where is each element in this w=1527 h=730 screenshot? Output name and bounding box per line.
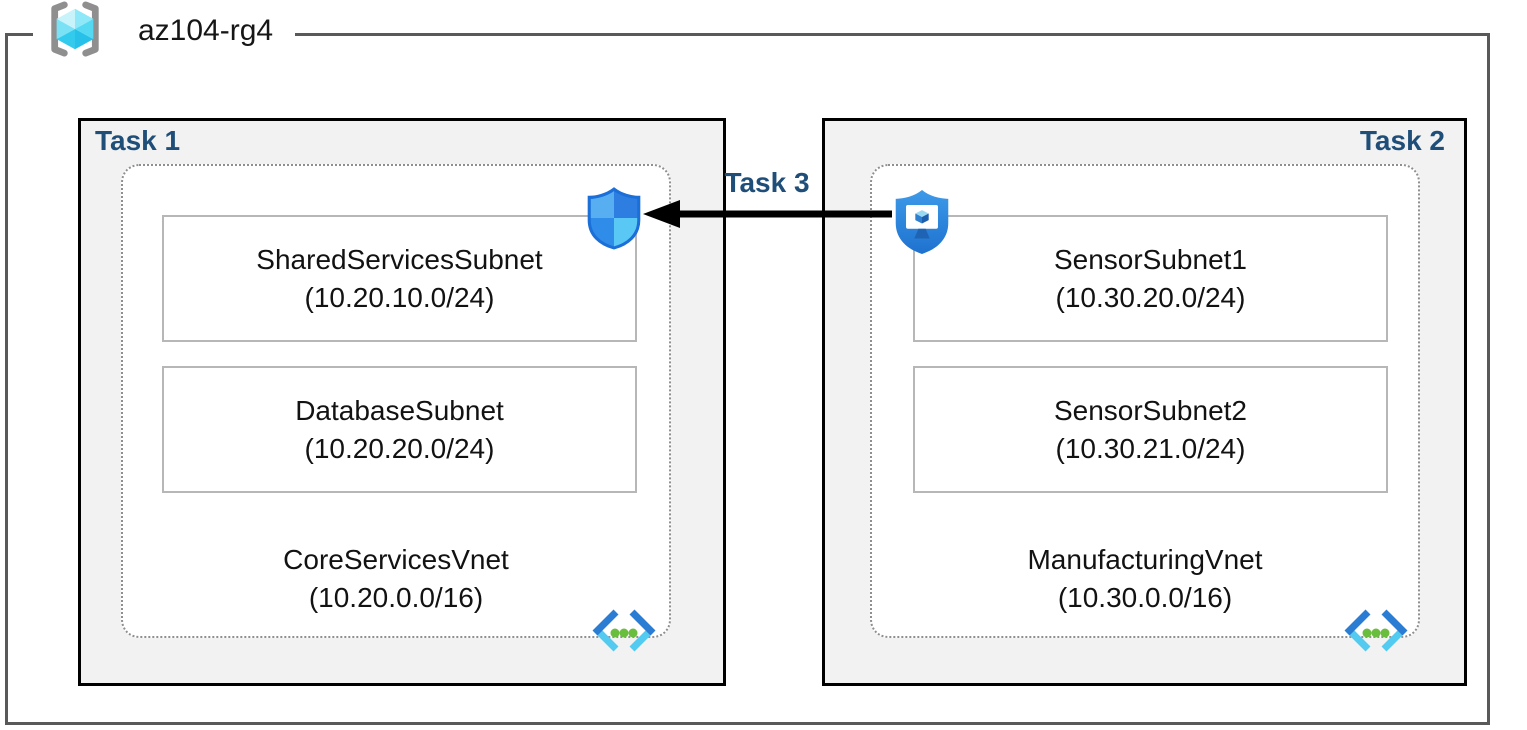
task-3-arrow	[643, 200, 892, 228]
sensor-subnet-2-box: SensorSubnet2 (10.30.21.0/24)	[913, 366, 1388, 493]
vnet-cidr: (10.20.0.0/16)	[308, 582, 484, 613]
subnet-name: SensorSubnet1	[1053, 243, 1248, 275]
vnet-cidr: (10.30.0.0/16)	[1057, 582, 1233, 613]
resource-group-icon	[39, 0, 111, 63]
task-1-label: Task 1	[95, 125, 181, 156]
sharedservices-subnet-box: SharedServicesSubnet (10.20.10.0/24)	[162, 215, 637, 342]
subnet-cidr: (10.30.21.0/24)	[1055, 432, 1246, 464]
manufacturing-vnet-label: ManufacturingVnet (10.30.0.0/16)	[870, 541, 1420, 617]
subnet-cidr: (10.30.20.0/24)	[1055, 281, 1246, 313]
resource-group-label: az104-rg4	[33, 0, 296, 63]
subnet-name: SharedServicesSubnet	[256, 243, 543, 275]
coreservices-vnet-label: CoreServicesVnet (10.20.0.0/16)	[121, 541, 671, 617]
vnet-name: ManufacturingVnet	[1027, 544, 1263, 575]
subnet-name: DatabaseSubnet	[295, 394, 504, 426]
virtual-network-icon	[1344, 609, 1408, 652]
subnet-name: SensorSubnet2	[1053, 394, 1248, 426]
virtual-network-icon	[592, 609, 656, 652]
network-security-group-shield-icon	[587, 187, 641, 250]
subnet-cidr: (10.20.20.0/24)	[304, 432, 495, 464]
bastion-shield-icon	[895, 190, 949, 254]
task-2-label: Task 2	[1359, 125, 1445, 156]
vnet-name: CoreServicesVnet	[283, 544, 509, 575]
resource-group-name: az104-rg4	[138, 14, 274, 47]
subnet-cidr: (10.20.10.0/24)	[304, 281, 495, 313]
sensor-subnet-1-box: SensorSubnet1 (10.30.20.0/24)	[913, 215, 1388, 342]
database-subnet-box: DatabaseSubnet (10.20.20.0/24)	[162, 366, 637, 493]
task-3-label: Task 3	[724, 167, 810, 198]
